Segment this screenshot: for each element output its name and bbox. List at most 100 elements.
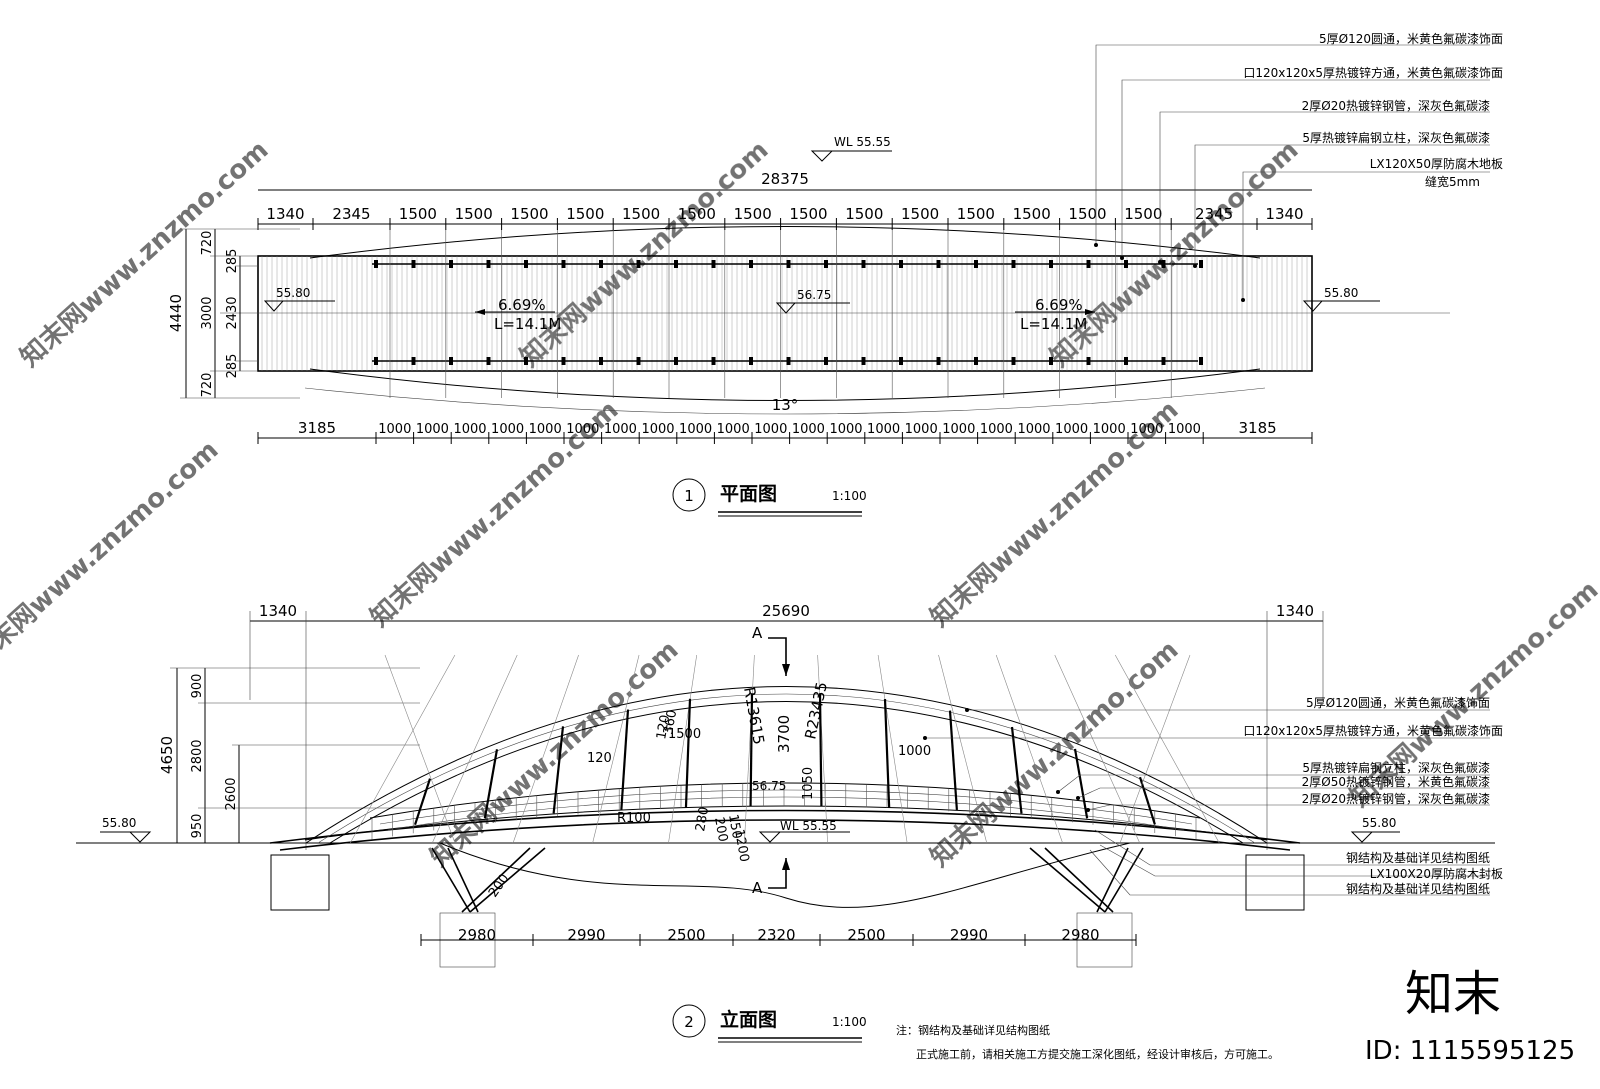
- plan-post: [1086, 357, 1091, 365]
- plan-top-dim-label: 1500: [845, 205, 883, 223]
- elev-bottom-dim-label: 2980: [1061, 926, 1099, 944]
- elev-bottom-dim-label: 2990: [567, 926, 605, 944]
- plan-bottom-dim-label: 1000: [1168, 422, 1201, 437]
- elev-note-5: 2厚Ø20热镀锌钢管，深灰色氟碳漆: [1302, 791, 1490, 806]
- plan-post: [1049, 260, 1053, 268]
- elev-ann-1200: 1200: [731, 828, 752, 863]
- elev-arch-post: [552, 726, 565, 814]
- elevation-view: 1340 25690 1340 4650 900 2800 950 2600: [76, 602, 1503, 1061]
- plan-dim-3000: 3000: [200, 296, 215, 329]
- elev-ann-150: 150: [725, 813, 744, 840]
- plan-left-dims: 4440 720 3000 720 285 2430 285: [167, 228, 300, 399]
- plan-post: [711, 357, 716, 365]
- plan-post: [1086, 260, 1091, 268]
- plan-level-left-symbol: [263, 300, 335, 312]
- plan-deck-outline: [257, 255, 1313, 372]
- plan-post: [974, 357, 978, 365]
- plan-post: [486, 357, 491, 365]
- elev-dim-900: 900: [190, 674, 205, 699]
- elev-bottom-dim-label: 2990: [950, 926, 988, 944]
- plan-angle: 13°: [772, 396, 799, 414]
- plan-bottom-dim-label: 1000: [416, 422, 449, 437]
- elev-dim-1340-left: 1340: [259, 602, 297, 620]
- elev-ann-1000: 1000: [898, 744, 931, 759]
- plan-post: [1049, 357, 1053, 365]
- plan-post: [749, 357, 753, 365]
- plan-post: [411, 260, 416, 268]
- plan-level-left: 55.80: [276, 286, 310, 300]
- plan-bottom-dim-label: 1000: [792, 422, 825, 437]
- plan-post: [674, 260, 678, 268]
- elev-arch-post: [1138, 776, 1156, 825]
- elev-abutment-left: [270, 854, 330, 911]
- plan-top-dim-label: 2345: [332, 205, 370, 223]
- elev-dim-4650: 4650: [158, 736, 176, 774]
- elev-ann-1050: 1050: [801, 767, 816, 800]
- elev-ann-120a: 120: [654, 714, 673, 741]
- plan-post: [636, 260, 641, 268]
- plan-bottom-dim-label: 3185: [298, 419, 336, 437]
- plan-top-dim-label: 1340: [266, 205, 304, 223]
- elev-post-guide: [512, 654, 579, 844]
- plan-post: [524, 357, 528, 365]
- elev-arch-post: [684, 698, 692, 808]
- elev-arch-post: [749, 693, 754, 807]
- elev-arch-post: [620, 709, 630, 810]
- plan-bottom-dim-label: 1000: [867, 422, 900, 437]
- plan-bottom-dim-label: 3185: [1239, 419, 1277, 437]
- plan-level-right-symbol: [1302, 300, 1380, 312]
- plan-top-dim-label: 1500: [1124, 205, 1162, 223]
- plan-bottom-dim-label: 1000: [1093, 422, 1126, 437]
- elev-ann-360: 360: [661, 709, 680, 736]
- elev-bottom-dim-label: 2320: [757, 926, 795, 944]
- elev-arch-post: [948, 710, 958, 811]
- brand-watermark: 知末: [1405, 966, 1501, 1022]
- plan-bottom-dim-label: 1000: [905, 422, 938, 437]
- plan-post: [1124, 357, 1128, 365]
- plan-dim-4440: 4440: [167, 294, 185, 332]
- plan-post: [1011, 357, 1016, 365]
- elev-ann-120b: 120: [587, 751, 612, 766]
- elev-scale: 1:100: [832, 1015, 867, 1029]
- elev-bottom-dim-label: 2500: [667, 926, 705, 944]
- elev-section-bottom: A: [752, 879, 763, 897]
- plan-level-right: 55.80: [1324, 286, 1358, 300]
- plan-top-dim-label: 1500: [957, 205, 995, 223]
- plan-note-6: 缝宽5mm: [1425, 174, 1480, 189]
- elev-post-guide: [817, 654, 828, 844]
- elev-arch-post: [818, 693, 823, 807]
- plan-note-3: 2厚Ø20热镀锌钢管，深灰色氟碳漆: [1302, 98, 1490, 113]
- elev-handrail-low: [304, 805, 1268, 841]
- elev-bottom-dim-label: 2500: [847, 926, 885, 944]
- plan-length-right: L=14.1M: [1020, 315, 1087, 333]
- elev-title-number: 2: [684, 1013, 694, 1031]
- elev-arch-post: [883, 699, 891, 808]
- elev-deck-top: [269, 809, 1301, 844]
- elev-dim-1340-right: 1340: [1276, 602, 1314, 620]
- elev-handrail-top: [369, 782, 1201, 819]
- plan-note-2: 口120x120x5厚热镀锌方通，米黄色氟碳漆饰面: [1243, 65, 1503, 80]
- plan-post: [1124, 260, 1128, 268]
- general-note-line1: 注：钢结构及基础详见结构图纸: [896, 1023, 1050, 1037]
- plan-bottom-dim-label: 1000: [1055, 422, 1088, 437]
- elev-level-left: 55.80: [102, 816, 136, 830]
- plan-post: [899, 357, 903, 365]
- elev-dim-2800: 2800: [190, 739, 205, 772]
- plan-title-circle: [672, 478, 706, 512]
- plan-top-dim-label: 1500: [1068, 205, 1106, 223]
- diagonal-watermark: 知末网www.znzmo.com: [425, 635, 685, 873]
- plan-bottom-dim-label: 1000: [942, 422, 975, 437]
- elev-post-guide: [592, 654, 640, 844]
- plan-post: [674, 357, 678, 365]
- elev-post-guide: [877, 654, 908, 844]
- plan-deck-boards: [261, 256, 1308, 371]
- plan-top-dim-label: 2345: [1195, 205, 1233, 223]
- plan-top-dim-label: 1500: [901, 205, 939, 223]
- elev-post-guide: [744, 654, 755, 844]
- elev-post-guide: [431, 654, 518, 844]
- elev-deck-bottom: [279, 819, 1291, 851]
- plan-post: [936, 357, 941, 365]
